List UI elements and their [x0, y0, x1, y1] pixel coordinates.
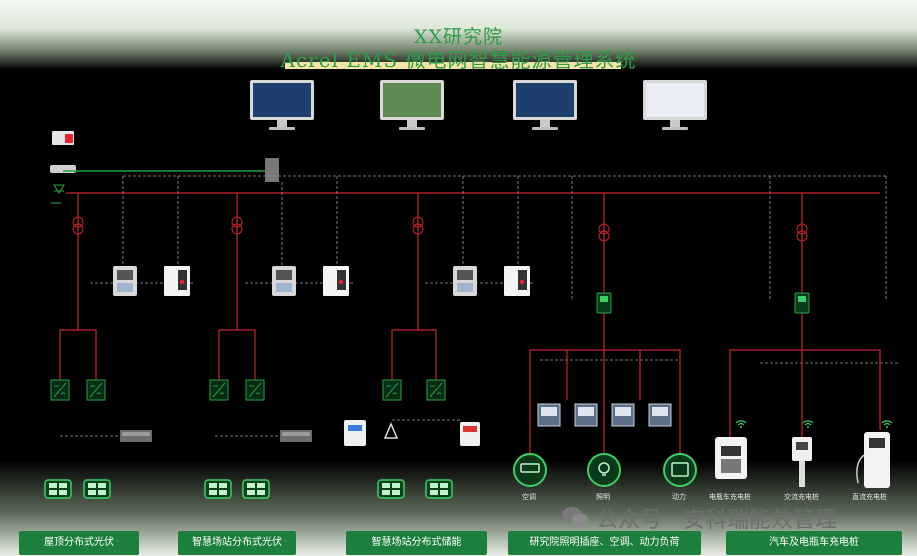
wifi-icon-1: [735, 420, 747, 429]
battery-icon-2: [425, 479, 453, 499]
title-highlight-bar: [285, 62, 621, 69]
motor-power-icon: [663, 453, 697, 487]
collector-icon-2: [280, 430, 312, 442]
title-line-1: XX研究院: [413, 26, 504, 48]
pv-panel-icon-4: [242, 479, 270, 499]
title-line-2: Acrel EMS 微电网智慧能源管理系统: [280, 48, 637, 72]
protection-relay-icon-2: [272, 266, 296, 296]
gateway-icon: [50, 131, 76, 173]
lighting-icon: [587, 453, 621, 487]
branch-meter-icon-2: [794, 292, 810, 314]
charger-label-dc: 直流充电桩: [852, 493, 887, 501]
pv-panel-icon-1: [44, 479, 72, 499]
wifi-icon-2: [802, 420, 814, 429]
load-meter-icon-3: [611, 403, 635, 427]
inverter-icon-1: [50, 379, 70, 401]
pv-panel-icon-2: [83, 479, 111, 499]
pv-panel-icon-3: [204, 479, 232, 499]
grid-source-icon: [51, 184, 65, 204]
pcs-icon-2: [426, 379, 446, 401]
ems-box-icon: [344, 420, 366, 446]
ebike-charger-icon: [715, 437, 747, 479]
protection-relay-icon-1: [113, 266, 137, 296]
monitor-icon-1: [250, 80, 314, 130]
power-meter-icon-1: [164, 266, 190, 296]
branch-meter-icon-1: [596, 292, 612, 314]
watermark-text: 公众号 · 安科瑞能效管理: [596, 508, 837, 533]
antenna-icon: [383, 422, 399, 439]
section-label-station-pv: 智慧场站分布式光伏: [178, 531, 296, 555]
inverter-icon-3: [209, 379, 229, 401]
power-meter-icon-2: [323, 266, 349, 296]
section-label-loads: 研究院照明插座、空调、动力负荷: [508, 531, 701, 555]
dc-charger-icon: [856, 432, 890, 488]
monitor-3d-screen: [383, 83, 441, 117]
load-meter-icon-2: [574, 403, 598, 427]
pcs-icon-1: [382, 379, 402, 401]
monitor-map-screen: [646, 83, 704, 117]
bms-box-icon: [460, 422, 480, 446]
section-label-rooftop-pv: 屋顶分布式光伏: [19, 531, 139, 555]
inverter-icon-4: [245, 379, 265, 401]
title-backdrop: [0, 0, 917, 70]
load-label-lighting: 照明: [596, 493, 610, 501]
load-meter-icon-4: [648, 403, 672, 427]
load-meter-icon-1: [537, 403, 561, 427]
monitor-icon-3: [513, 80, 577, 130]
load-label-ac: 空调: [522, 493, 536, 501]
section-label-chargers: 汽车及电瓶车充电桩: [726, 531, 902, 555]
air-conditioner-icon: [513, 453, 547, 487]
protection-relay-icon-3: [453, 266, 477, 296]
load-label-power: 动力: [672, 493, 686, 501]
collector-icon-1: [120, 430, 152, 442]
feeders: [59, 193, 881, 455]
power-meter-icon-3: [504, 266, 530, 296]
switch-icon: [265, 158, 279, 182]
charger-label-ac: 交流充电桩: [784, 493, 819, 501]
wifi-icon-3: [881, 420, 893, 429]
wechat-icon: [562, 507, 588, 527]
section-label-station-storage: 智慧场站分布式储能: [346, 531, 487, 555]
charger-label-ebike: 电瓶车充电桩: [709, 493, 751, 501]
ac-charger-icon: [792, 437, 812, 487]
battery-icon-1: [377, 479, 405, 499]
inverter-icon-2: [86, 379, 106, 401]
comm-dashed-lines: [60, 175, 900, 437]
